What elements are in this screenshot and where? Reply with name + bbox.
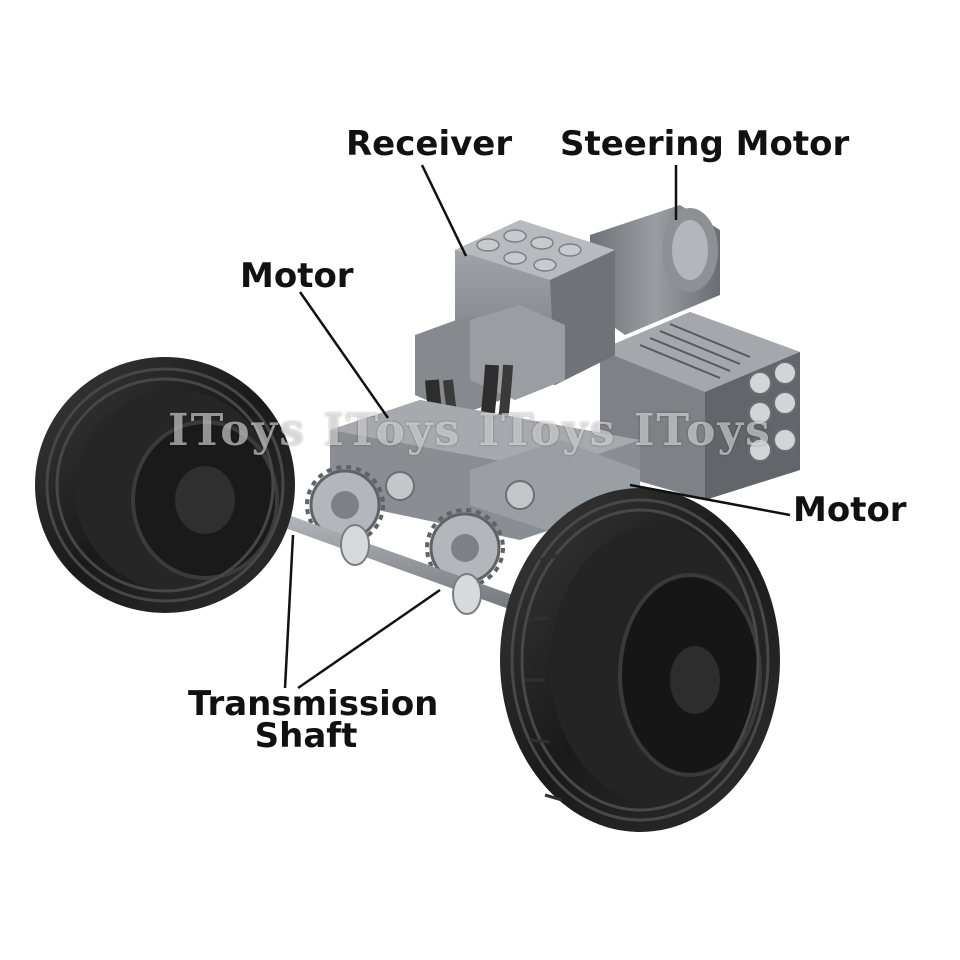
label-transmission-line2: Shaft [254, 716, 358, 756]
left-wheel [35, 357, 295, 613]
battery-box [600, 312, 800, 500]
watermark-text: IToys IToys IToys IToys [168, 405, 772, 456]
right-wheel [500, 488, 780, 832]
leader-shaft-b [297, 588, 441, 690]
drive-motors [330, 400, 640, 540]
gear-assembly [305, 465, 505, 588]
label-motor-right: Motor [793, 490, 907, 530]
leader-motor-left [298, 291, 390, 419]
steering-motor [590, 205, 720, 335]
leader-lines [283, 164, 791, 690]
label-motor-left: Motor [240, 256, 354, 296]
label-receiver: Receiver [346, 124, 513, 164]
label-transmission-shaft: Transmission Shaft [188, 684, 439, 756]
leader-motor-right [629, 483, 791, 517]
label-steering-motor: Steering Motor [560, 124, 850, 164]
leader-receiver [420, 164, 468, 257]
label-transmission-line1: Transmission [188, 684, 439, 724]
leader-shaft-a [283, 534, 295, 689]
